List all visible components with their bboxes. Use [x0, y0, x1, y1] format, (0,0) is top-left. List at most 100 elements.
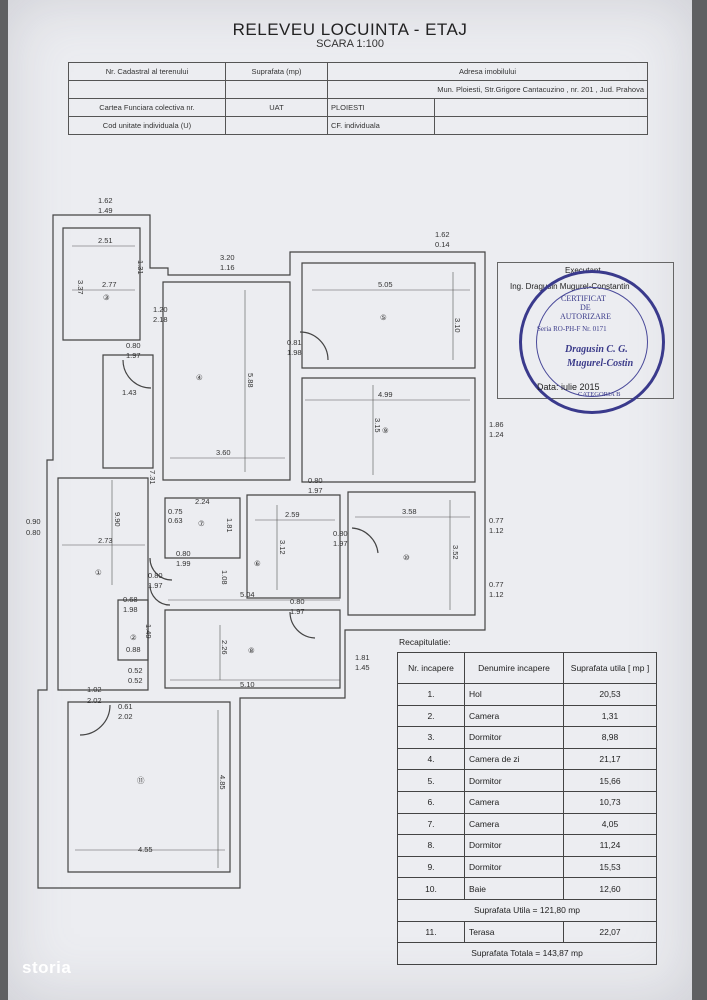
- room-8-wall: [164, 609, 341, 689]
- svg-text:0.61: 0.61: [118, 702, 133, 711]
- svg-text:0.80: 0.80: [333, 529, 348, 538]
- svg-text:1.49: 1.49: [98, 206, 113, 215]
- storia-logo: storia: [22, 958, 72, 977]
- svg-text:4.85: 4.85: [218, 775, 227, 790]
- document-scale: SCARA 1:100: [316, 38, 384, 50]
- room-4-wall: [162, 281, 291, 481]
- stamp-line-4: Seria RO-PH-F Nr. 0171: [537, 325, 607, 333]
- door-arc: [289, 611, 316, 639]
- svg-text:0.80: 0.80: [26, 528, 41, 537]
- room-3-wall: [62, 227, 141, 341]
- svg-text:1.02: 1.02: [87, 685, 102, 694]
- recap-header-name: Denumire incapere: [464, 652, 564, 684]
- svg-text:5.88: 5.88: [246, 373, 255, 388]
- room-number-8: ⑧: [248, 646, 255, 655]
- door-arc: [79, 704, 111, 736]
- svg-text:3.10: 3.10: [453, 318, 462, 333]
- dimension-texts: 1.62 1.49 2.51 1.31 3.37 2.77 3.20 1.16 …: [26, 196, 504, 854]
- svg-text:9.90: 9.90: [113, 512, 122, 527]
- room-9-wall: [301, 377, 476, 483]
- svg-text:1.49: 1.49: [144, 624, 153, 639]
- svg-text:3.20: 3.20: [220, 253, 235, 262]
- room-1-wall: [57, 477, 149, 691]
- svg-text:3.58: 3.58: [402, 507, 417, 516]
- recap-title: Recapitulatie:: [399, 637, 451, 647]
- svg-text:2.77: 2.77: [102, 280, 117, 289]
- svg-text:2.02: 2.02: [87, 696, 102, 705]
- svg-text:1.62: 1.62: [98, 196, 113, 205]
- svg-text:3.52: 3.52: [451, 545, 460, 560]
- room-number-6: ⑥: [254, 559, 261, 568]
- svg-text:0.75: 0.75: [168, 507, 183, 516]
- svg-text:3.15: 3.15: [373, 418, 382, 433]
- svg-text:1.24: 1.24: [489, 430, 504, 439]
- svg-text:2.24: 2.24: [195, 497, 210, 506]
- stamp-line-6: Mugurel-Costin: [567, 358, 634, 369]
- svg-text:1.12: 1.12: [489, 526, 504, 535]
- walls: [37, 214, 486, 889]
- svg-text:0.80: 0.80: [308, 476, 323, 485]
- recap-header-area: Suprafata utila [ mp ]: [563, 652, 657, 684]
- svg-text:1.45: 1.45: [355, 663, 370, 672]
- svg-text:4.99: 4.99: [378, 390, 393, 399]
- door-arc: [149, 584, 171, 606]
- svg-text:2.18: 2.18: [153, 315, 168, 324]
- room-numbers: ① ② ③ ④ ⑤ ⑥ ⑦ ⑧ ⑨ ⑩ ⑪: [95, 293, 410, 785]
- stamp-line-5: Dragusin C. G.: [565, 344, 628, 355]
- door-arc: [149, 557, 173, 581]
- svg-text:2.73: 2.73: [98, 536, 113, 545]
- svg-text:3.37: 3.37: [76, 280, 85, 295]
- room-number-9: ⑨: [382, 426, 389, 435]
- svg-text:0.81: 0.81: [287, 338, 302, 347]
- svg-text:1.62: 1.62: [435, 230, 450, 239]
- room-number-3: ③: [103, 293, 110, 302]
- recap-totala-row: Suprafata Totala = 143,87 mp: [397, 942, 657, 965]
- svg-text:1.99: 1.99: [176, 559, 191, 568]
- svg-text:1.97: 1.97: [333, 539, 348, 548]
- recap-table: Nr. incapere Denumire incapere Suprafata…: [397, 652, 657, 965]
- svg-text:0.52: 0.52: [128, 666, 143, 675]
- room-number-2: ②: [130, 633, 137, 642]
- room-10-wall: [347, 491, 476, 616]
- svg-text:0.14: 0.14: [435, 240, 450, 249]
- svg-text:1.97: 1.97: [290, 607, 305, 616]
- svg-text:7.31: 7.31: [148, 470, 157, 485]
- svg-text:0.77: 0.77: [489, 580, 504, 589]
- svg-text:5.10: 5.10: [240, 680, 255, 689]
- stamp-line-7: CATEGORIA B: [578, 391, 621, 398]
- svg-text:1.98: 1.98: [287, 348, 302, 357]
- svg-text:0.88: 0.88: [126, 645, 141, 654]
- svg-text:0.80: 0.80: [148, 571, 163, 580]
- dimension-lines: [62, 245, 470, 868]
- recap-header-nr: Nr. incapere: [397, 652, 465, 684]
- svg-text:1.12: 1.12: [489, 590, 504, 599]
- svg-text:5.05: 5.05: [378, 280, 393, 289]
- info-table: Nr. Cadastral al terenului Suprafata (mp…: [68, 62, 648, 135]
- room-number-5: ⑤: [380, 313, 387, 322]
- svg-text:0.52: 0.52: [128, 676, 143, 685]
- svg-text:2.26: 2.26: [220, 640, 229, 655]
- room-number-10: ⑩: [403, 553, 410, 562]
- svg-text:1.20: 1.20: [153, 305, 168, 314]
- svg-text:1.31: 1.31: [136, 260, 145, 275]
- room-number-11: ⑪: [137, 776, 145, 785]
- stamp-line-3: AUTORIZARE: [560, 312, 611, 321]
- svg-text:1.16: 1.16: [220, 263, 235, 272]
- outer-wall: [37, 214, 486, 889]
- svg-text:0.80: 0.80: [176, 549, 191, 558]
- svg-text:1.81: 1.81: [225, 518, 234, 533]
- recap-utila-row: Suprafata Utila = 121,80 mp: [397, 898, 657, 922]
- room-7-wall: [164, 497, 241, 559]
- stamp-line-2: DE: [580, 303, 591, 312]
- svg-text:0.80: 0.80: [290, 597, 305, 606]
- door-arc: [299, 331, 329, 361]
- room-5-wall: [301, 262, 476, 369]
- document-title: RELEVEU LOCUINTA - ETAJ: [232, 20, 468, 39]
